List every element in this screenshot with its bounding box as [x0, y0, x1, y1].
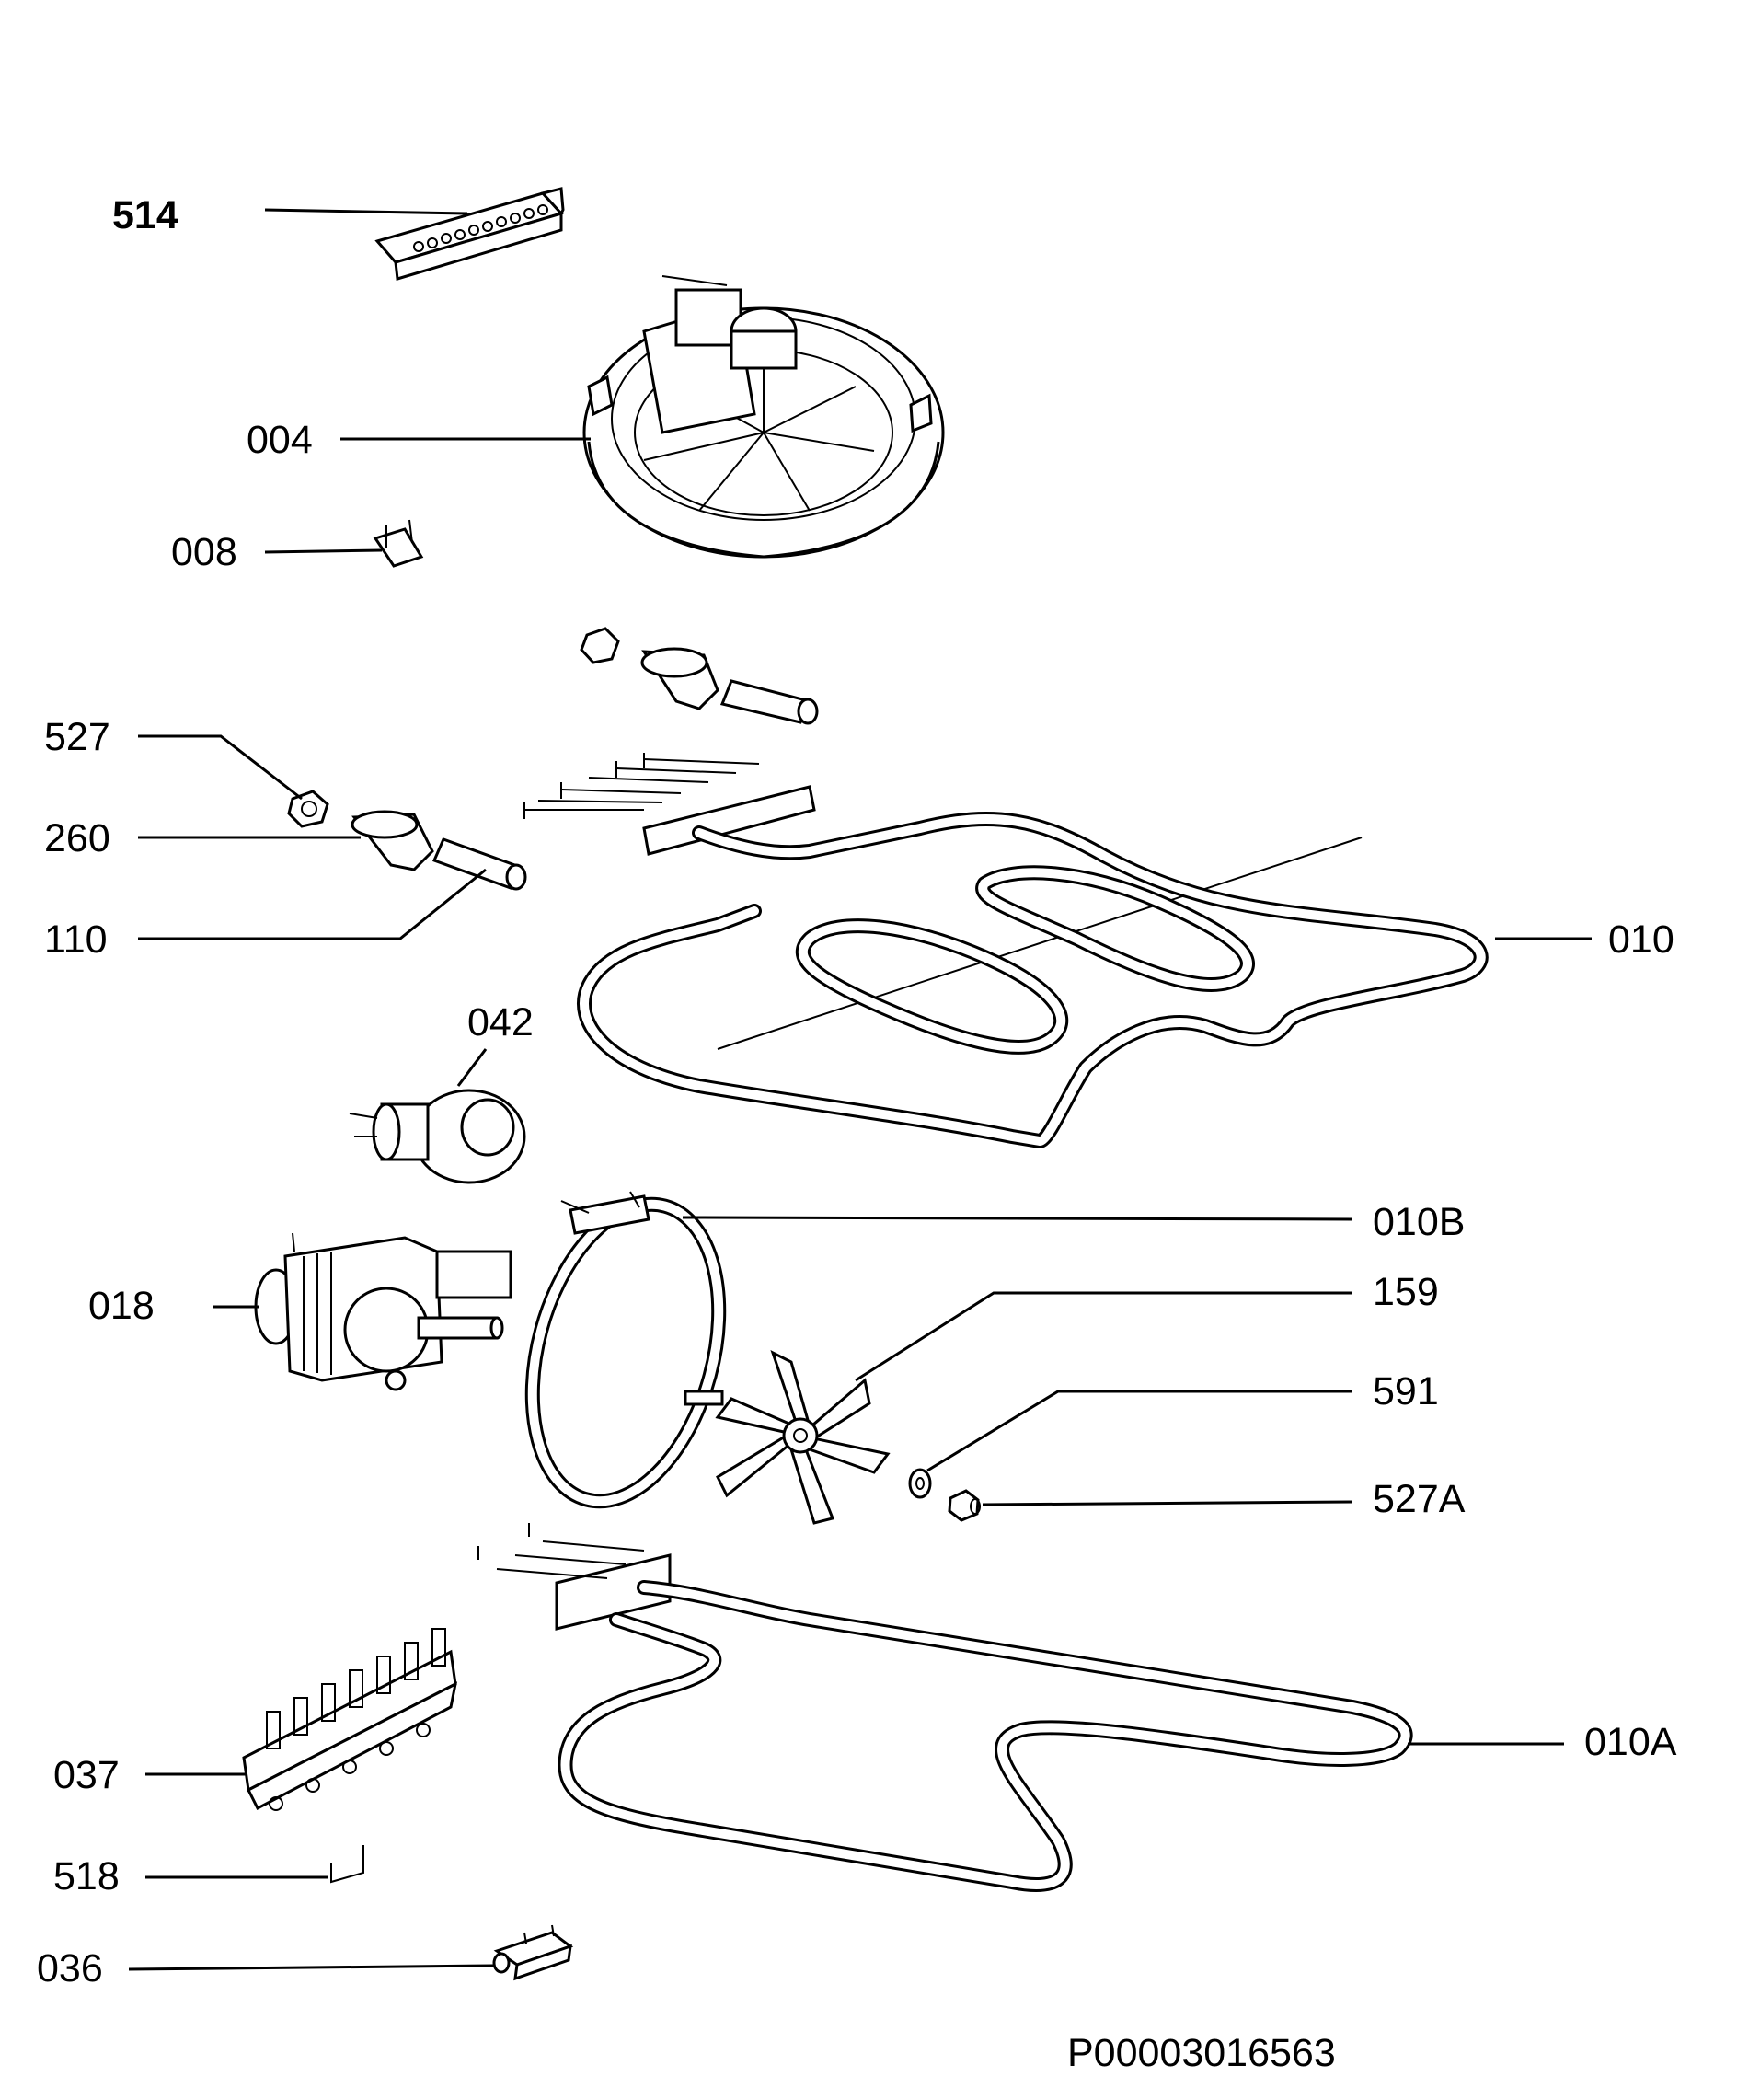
leader-527A [982, 1500, 1353, 1506]
label-004[interactable]: 004 [247, 418, 313, 462]
part-018-fan-motor[interactable] [254, 1232, 512, 1391]
part-010B-circular-element[interactable] [502, 1183, 750, 1522]
label-010[interactable]: 010 [1608, 917, 1674, 962]
leader-042 [456, 1048, 488, 1087]
label-010A[interactable]: 010A [1584, 1720, 1677, 1764]
label-527A[interactable]: 527A [1373, 1477, 1466, 1521]
label-518[interactable]: 518 [53, 1854, 120, 1898]
label-159[interactable]: 159 [1373, 1270, 1439, 1314]
label-110[interactable]: 110 [44, 917, 108, 962]
leader-527 [138, 734, 303, 801]
part-010-grill-element[interactable] [523, 753, 1489, 1148]
leader-514 [264, 208, 468, 215]
part-514-terminal-strip[interactable] [374, 187, 565, 281]
part-037-selector-switch[interactable] [242, 1628, 458, 1811]
label-010B[interactable]: 010B [1373, 1200, 1465, 1244]
part-527A-nut[interactable] [948, 1489, 981, 1522]
part-591-washer[interactable] [908, 1468, 932, 1499]
leader-159 [855, 1291, 1352, 1382]
part-260-cone-insulator[interactable] [351, 810, 434, 871]
leader-008 [264, 548, 383, 554]
label-527[interactable]: 527 [44, 715, 110, 759]
label-514[interactable]: 514 [112, 193, 178, 237]
label-260[interactable]: 260 [44, 816, 110, 860]
part-110-spacer-tube[interactable] [431, 837, 527, 891]
label-036[interactable]: 036 [37, 1946, 103, 1990]
leader-010B [682, 1216, 1353, 1221]
part-042-oven-lamp[interactable] [349, 1089, 526, 1184]
leader-591 [926, 1390, 1352, 1472]
part-527-nut[interactable] [287, 790, 329, 828]
part-010A-bottom-element[interactable] [477, 1523, 1413, 1892]
part-004-fan-motor-assembly[interactable] [582, 275, 945, 559]
label-591[interactable]: 591 [1373, 1369, 1439, 1413]
upper-nut-cone-spacer-set [580, 627, 819, 725]
part-036-door-switch[interactable] [492, 1924, 574, 1981]
leader-110 [138, 868, 487, 940]
drawing-number: P00003016563 [1067, 2031, 1336, 2075]
part-008-bracket[interactable] [373, 519, 424, 568]
label-018[interactable]: 018 [88, 1284, 155, 1328]
label-042[interactable]: 042 [467, 1000, 534, 1044]
leader-036 [128, 1964, 494, 1971]
label-008[interactable]: 008 [171, 530, 237, 574]
part-159-fan-blade[interactable] [715, 1350, 891, 1525]
label-037[interactable]: 037 [53, 1753, 120, 1797]
part-518-clip[interactable] [330, 1845, 364, 1884]
